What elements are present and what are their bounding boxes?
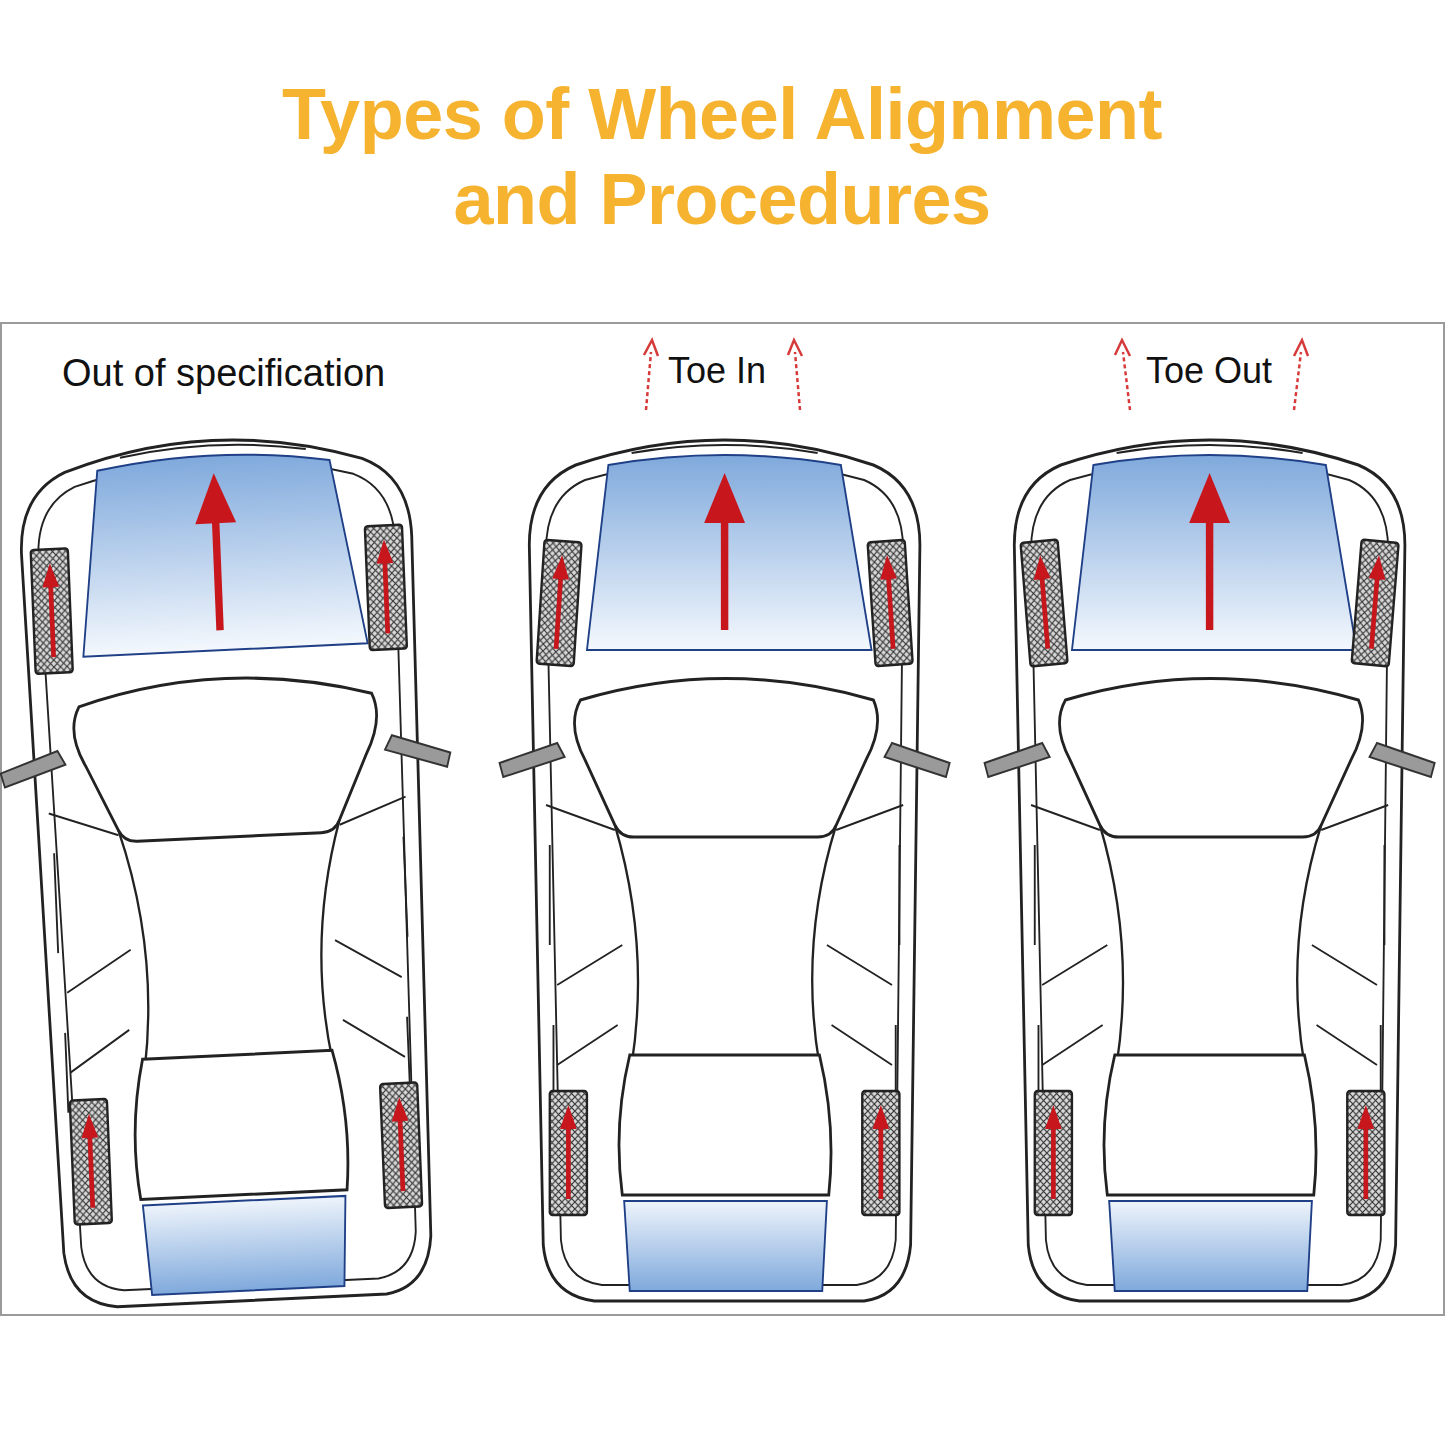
panel-label: Toe In <box>668 350 766 392</box>
panel-label: Toe Out <box>1146 350 1272 392</box>
panel-label: Out of specification <box>62 352 385 395</box>
diagram-title: Types of Wheel Alignment and Procedures <box>242 72 1202 242</box>
